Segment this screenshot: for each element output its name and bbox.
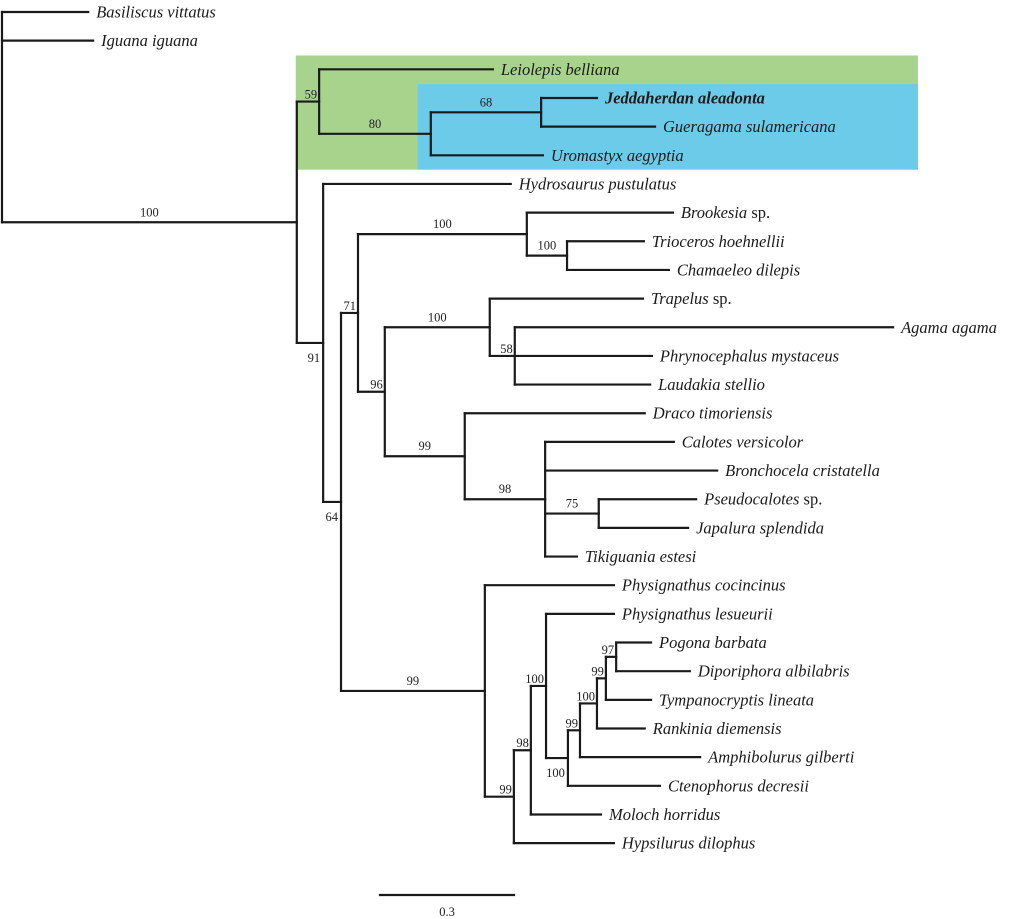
support-value: 99 bbox=[565, 716, 578, 730]
support-value: 100 bbox=[433, 217, 452, 231]
tip-label-japalura-splendida: Japalura splendida bbox=[696, 518, 824, 537]
tip-label-iguana-iguana: Iguana iguana bbox=[100, 31, 198, 50]
support-value: 80 bbox=[369, 117, 382, 131]
tip-label-agama-agama: Agama agama bbox=[900, 318, 997, 337]
tip-label-bronchocela-cristatella: Bronchocela cristatella bbox=[725, 461, 880, 480]
tip-label-hypsilurus-dilophus: Hypsilurus dilophus bbox=[621, 834, 755, 853]
tip-label-diporiphora-albilabris: Diporiphora albilabris bbox=[697, 662, 850, 681]
tip-label-suffix: sp. bbox=[799, 490, 822, 509]
support-value: 91 bbox=[308, 351, 321, 365]
support-value: 99 bbox=[407, 674, 420, 688]
tip-label-tikiguania-estesi: Tikiguania estesi bbox=[585, 547, 697, 566]
support-value: 59 bbox=[305, 88, 318, 102]
tip-label-hydrosaurus-pustulatus: Hydrosaurus pustulatus bbox=[518, 174, 677, 193]
tip-label-moloch-horridus: Moloch horridus bbox=[608, 805, 720, 824]
tip-label-basiliscus-vittatus: Basiliscus vittatus bbox=[96, 3, 216, 22]
tip-label-physignathus-cocincinus: Physignathus cocincinus bbox=[621, 576, 786, 595]
support-value: 100 bbox=[538, 239, 557, 253]
support-value: 97 bbox=[602, 643, 615, 657]
support-value: 98 bbox=[516, 736, 529, 750]
support-value: 100 bbox=[546, 766, 565, 780]
support-value: 64 bbox=[326, 510, 339, 524]
support-value: 96 bbox=[370, 378, 383, 392]
tip-label-trioceros-hoehnellii: Trioceros hoehnellii bbox=[652, 232, 785, 251]
support-value: 100 bbox=[525, 672, 544, 686]
support-value: 68 bbox=[480, 95, 493, 109]
support-value: 99 bbox=[499, 783, 512, 797]
tip-label-laudakia-stellio: Laudakia stellio bbox=[657, 375, 765, 394]
tip-label-jeddaherdan-aleadonta: Jeddaherdan aleadonta bbox=[604, 88, 765, 107]
tip-label-ctenophorus-decresii: Ctenophorus decresii bbox=[668, 776, 809, 795]
support-values: 68 80 59 100 100 58 100 75 98 99 96 71 97 99 100 99 100 1… bbox=[140, 88, 614, 797]
support-value: 100 bbox=[428, 310, 447, 324]
support-value: 100 bbox=[140, 205, 159, 219]
tip-label-draco-timoriensis: Draco timoriensis bbox=[652, 404, 773, 423]
support-value: 98 bbox=[499, 482, 512, 496]
support-value: 100 bbox=[576, 689, 595, 703]
tip-label-calotes-versicolor: Calotes versicolor bbox=[682, 432, 804, 451]
tip-label-brookesia: Brookesia sp. bbox=[681, 203, 770, 222]
support-value: 99 bbox=[591, 664, 604, 678]
tip-label-rankinia-diemensis: Rankinia diemensis bbox=[652, 719, 782, 738]
support-value: 75 bbox=[566, 497, 579, 511]
tree-branches bbox=[0, 10, 895, 845]
tip-label-pogona-barbata: Pogona barbata bbox=[658, 633, 767, 652]
tip-label-amphibolurus-gilberti: Amphibolurus gilberti bbox=[707, 748, 855, 767]
support-value: 71 bbox=[343, 299, 356, 313]
scale-bar-label: 0.3 bbox=[439, 905, 455, 919]
tip-label-chamaeleo-dilepis: Chamaeleo dilepis bbox=[677, 260, 800, 279]
tip-label-tympanocryptis-lineata: Tympanocryptis lineata bbox=[659, 690, 814, 709]
tip-label-phrynocephalus-mystaceus: Phrynocephalus mystaceus bbox=[659, 346, 839, 365]
tip-label-pseudocalotes: Pseudocalotes sp. bbox=[703, 490, 822, 509]
support-value: 58 bbox=[500, 342, 513, 356]
tip-label-suffix: sp. bbox=[709, 289, 732, 308]
tip-label-trapelus: Trapelus sp. bbox=[651, 289, 732, 308]
tip-label-uromastyx-aegyptia: Uromastyx aegyptia bbox=[551, 146, 684, 165]
tip-label-physignathus-lesueurii: Physignathus lesueurii bbox=[621, 604, 773, 623]
scale-bar: 0.3 bbox=[378, 893, 516, 919]
tip-label-leiolepis-belliana: Leiolepis belliana bbox=[500, 60, 620, 79]
tip-label-suffix: sp. bbox=[747, 203, 770, 222]
support-value: 99 bbox=[419, 439, 432, 453]
clade-highlights bbox=[295, 55, 918, 170]
tip-label-gueragama-sulamericana: Gueragama sulamericana bbox=[663, 117, 836, 136]
